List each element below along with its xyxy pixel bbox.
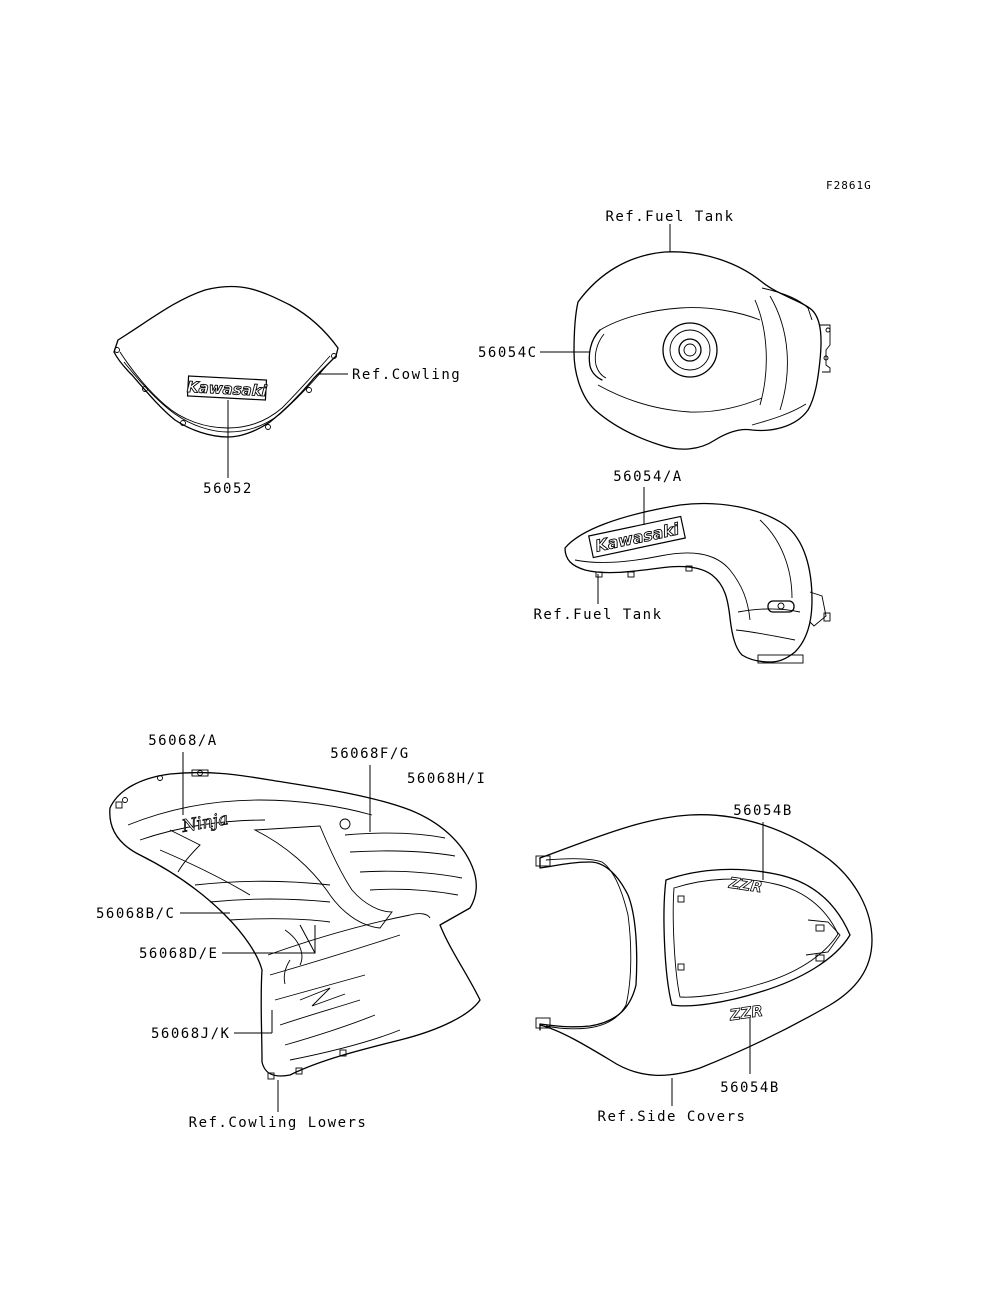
windshield-kawasaki-decal: Kawasaki [186,375,269,401]
label-56068jk: 56068J/K [151,1026,230,1042]
cover-upper-decal: ZZR [727,874,763,897]
label-ref-cowling: Ref.Cowling [352,367,461,383]
cover-lower-decal: ZZR [728,1002,764,1025]
tank-logo-text: Kawasaki [593,519,681,555]
label-ref-fuel-tank-side: Ref.Fuel Tank [533,607,662,623]
fuel-tank-side-illustration [564,502,831,664]
cowling-illustration [109,769,481,1080]
side-covers-illustration [535,814,873,1076]
label-56068fg: 56068F/G [330,746,409,762]
fuel-tank-top-illustration [573,251,831,450]
cowl-script-decal: Ninja [179,809,229,837]
figure-code: F2861G [826,179,872,192]
windshield-logo-text: Kawasaki [187,378,269,400]
label-56054b-upper: 56054B [733,803,793,819]
label-56054c: 56054C [478,345,538,361]
label-56052: 56052 [203,481,253,497]
tank-top-decal-stripe-inner [594,333,607,379]
windshield-illustration [113,285,339,438]
label-56068de: 56068D/E [139,946,218,962]
label-56054a: 56054/A [613,469,683,485]
label-ref-fuel-tank-top: Ref.Fuel Tank [605,209,734,225]
label-56068a: 56068/A [148,733,218,749]
label-56068hi: 56068H/I [407,771,486,787]
label-ref-side-covers: Ref.Side Covers [598,1109,747,1125]
leader-56068de [222,925,316,954]
label-56054b-lower: 56054B [720,1080,780,1096]
label-56068bc: 56068B/C [96,906,175,922]
tank-top-decal-stripe [588,329,603,381]
label-ref-cowling-lowers: Ref.Cowling Lowers [189,1115,368,1131]
fuel-tank-kawasaki-decal: Kawasaki [588,515,686,559]
leader-56068de-branch [299,924,316,954]
